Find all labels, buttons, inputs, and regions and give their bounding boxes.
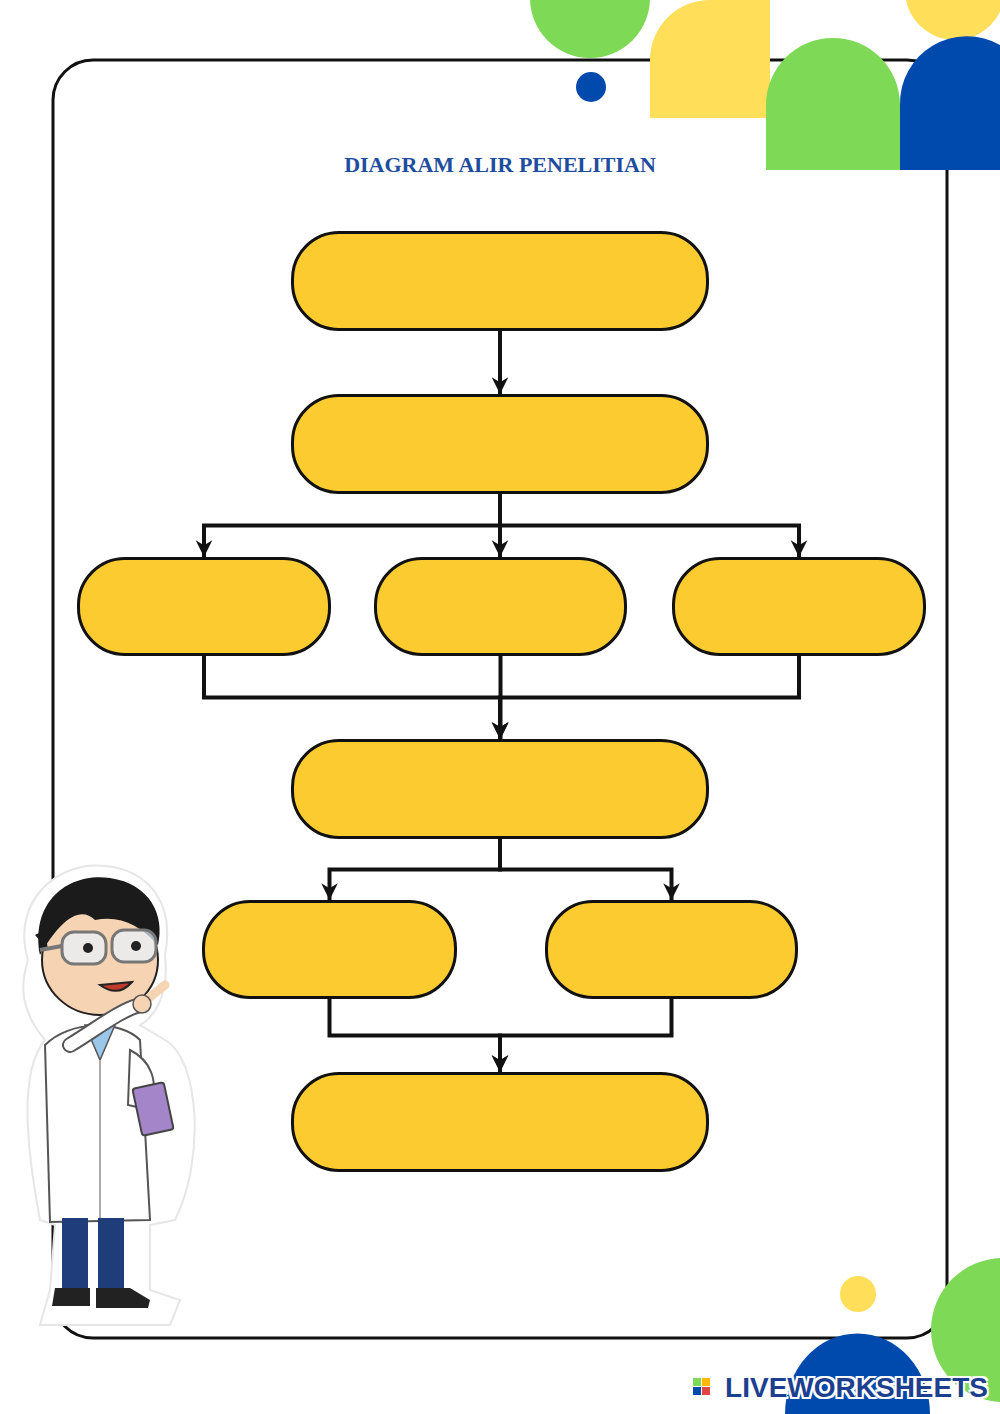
flow-arrow — [204, 494, 500, 557]
process-box — [291, 231, 709, 331]
flow-arrow — [498, 494, 502, 557]
flow-arrow — [500, 494, 799, 557]
flow-arrow — [500, 656, 799, 739]
process-box — [672, 557, 926, 656]
process-box — [291, 394, 709, 494]
flow-arrow — [330, 999, 501, 1072]
flow-arrow — [500, 999, 672, 1072]
process-box — [202, 900, 457, 999]
scientist-illustration — [23, 865, 194, 1325]
green-arch — [766, 38, 900, 170]
process-box — [545, 900, 798, 999]
flow-arrow — [204, 656, 500, 739]
process-box — [291, 739, 709, 839]
yellow-dot — [840, 1276, 876, 1312]
green-circle — [530, 0, 650, 58]
flow-arrow — [499, 656, 503, 739]
process-box — [77, 557, 331, 656]
yellow-shape — [650, 0, 770, 118]
blue-arch — [900, 36, 1000, 170]
logo-icon — [693, 1378, 710, 1395]
process-box — [374, 557, 627, 656]
diagram-title: DIAGRAM ALIR PENELITIAN — [0, 152, 1000, 178]
watermark: LIVEWORKSHEETS — [725, 1372, 988, 1404]
yellow-circle — [905, 0, 1000, 40]
flow-arrow — [498, 331, 502, 394]
flow-arrow — [500, 839, 672, 900]
blue-dot — [576, 72, 606, 102]
flow-arrow — [330, 839, 501, 900]
process-box — [291, 1072, 709, 1172]
